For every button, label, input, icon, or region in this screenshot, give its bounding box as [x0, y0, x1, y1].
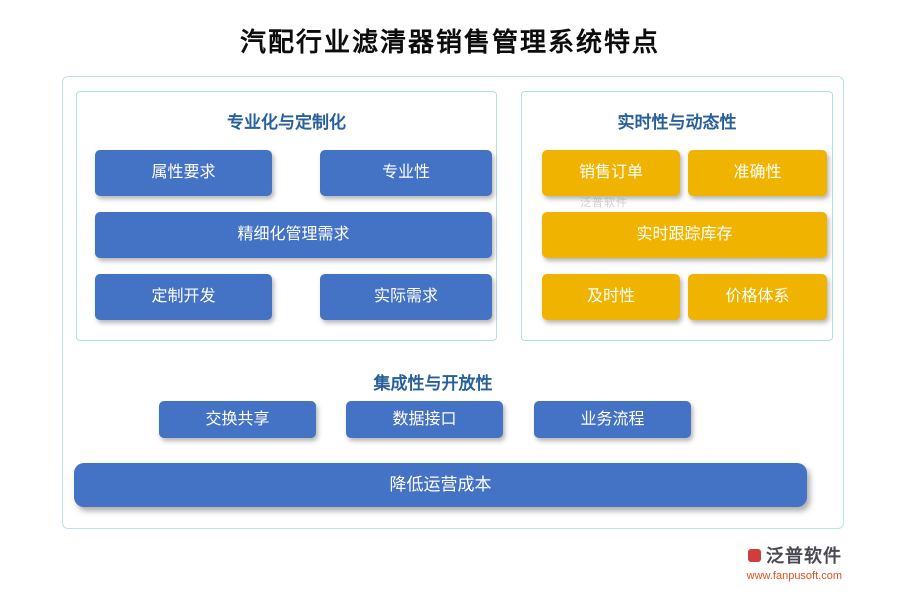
brand-footer: 泛普软件 www.fanpusoft.com [747, 542, 842, 582]
block-refined-management-needs: 精细化管理需求 [95, 212, 492, 258]
features-container: 专业化与定制化 属性要求 专业性 精细化管理需求 定制开发 实际需求 实时性与动… [62, 76, 844, 529]
block-business-process: 业务流程 [534, 401, 691, 438]
logo-text: 泛普软件 [766, 546, 842, 566]
block-realtime-inventory-tracking: 实时跟踪库存 [542, 212, 827, 258]
panel-realtime: 实时性与动态性 销售订单 准确性 实时跟踪库存 及时性 价格体系 泛普软件 [521, 91, 833, 341]
block-actual-needs: 实际需求 [320, 274, 492, 320]
block-custom-development: 定制开发 [95, 274, 272, 320]
block-timeliness: 及时性 [542, 274, 680, 320]
section-integration-title: 集成性与开放性 [373, 374, 493, 393]
logo-icon [748, 548, 761, 562]
watermark-text: 泛普软件 [580, 197, 628, 209]
block-attribute-requirements: 属性要求 [95, 150, 272, 196]
panel-specialization-title: 专业化与定制化 [227, 113, 346, 132]
logo-row: 泛普软件 [747, 542, 842, 568]
watermark: 泛普软件 [580, 194, 628, 210]
panel-realtime-title: 实时性与动态性 [617, 113, 737, 132]
block-data-interface: 数据接口 [346, 401, 503, 438]
page-title: 汽配行业滤清器销售管理系统特点 [239, 28, 660, 57]
website-url: www.fanpusoft.com [746, 570, 842, 582]
panel-specialization: 专业化与定制化 属性要求 专业性 精细化管理需求 定制开发 实际需求 [76, 91, 497, 341]
block-exchange-sharing: 交换共享 [159, 401, 316, 438]
block-accuracy: 准确性 [688, 150, 827, 196]
block-sales-orders: 销售订单 [542, 150, 680, 196]
block-professionalism: 专业性 [320, 150, 492, 196]
block-reduce-operating-cost: 降低运营成本 [74, 463, 807, 507]
block-price-system: 价格体系 [688, 274, 827, 320]
